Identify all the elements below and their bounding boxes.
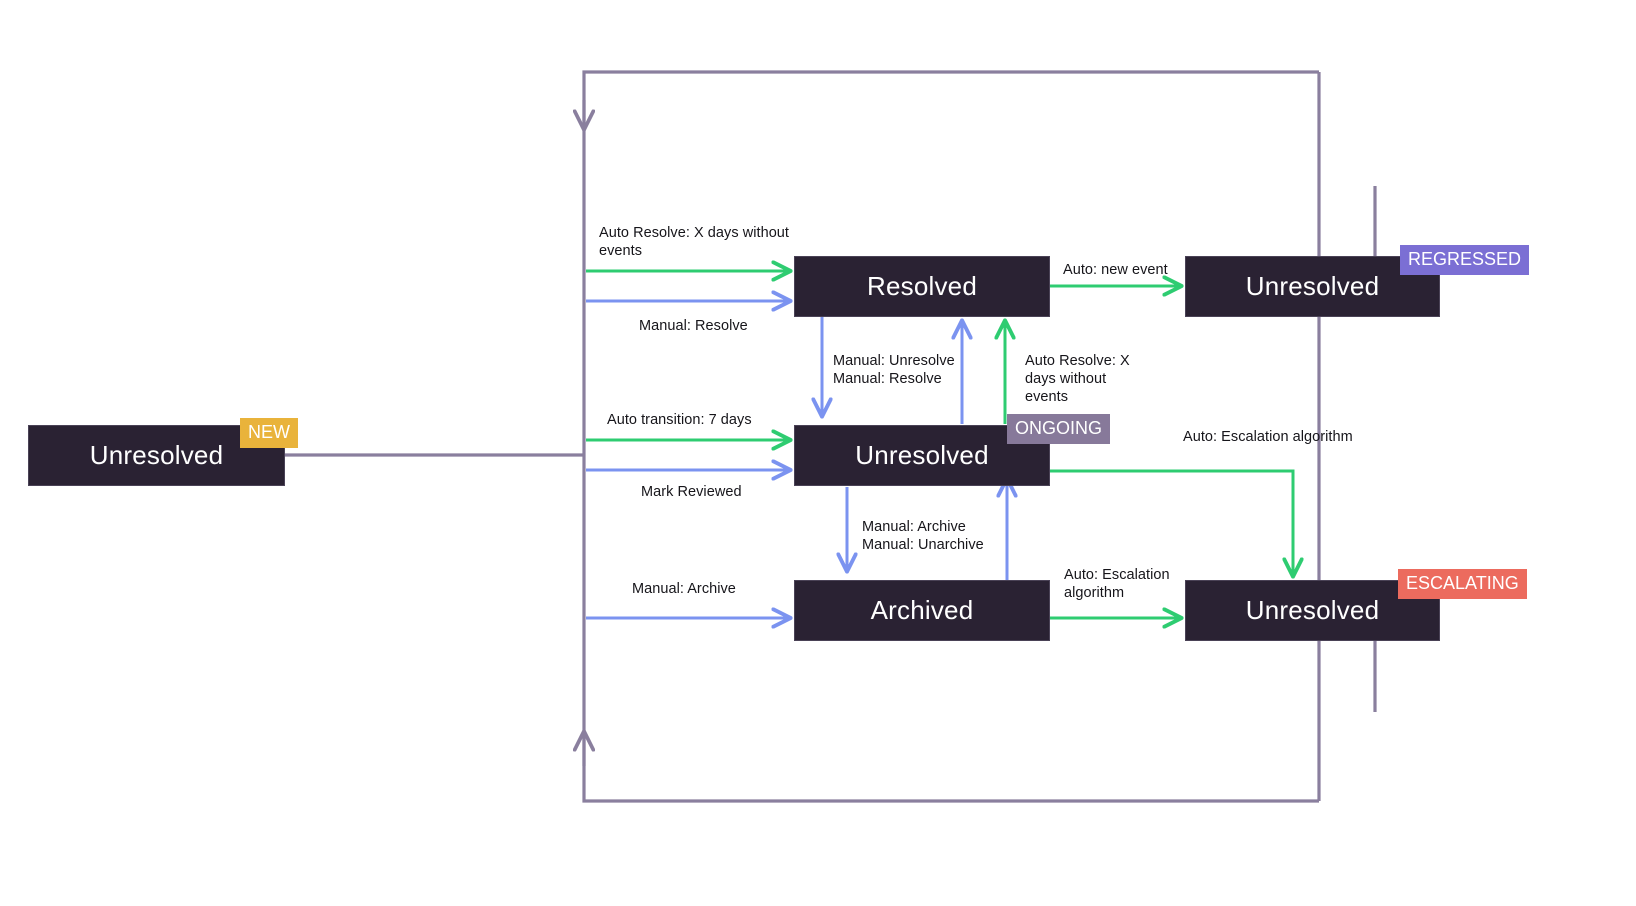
edge-label-manual-archive-unarchive: Manual: Archive Manual: Unarchive <box>862 519 984 553</box>
node-label: Archived <box>870 595 974 625</box>
edge-label-manual-unresolve-resolve: Manual: Unresolve Manual: Resolve <box>833 353 955 387</box>
node-resolved[interactable]: Resolved <box>794 256 1050 317</box>
edge-label-auto-new-event: Auto: new event <box>1063 262 1168 278</box>
node-label: Unresolved <box>1245 595 1380 625</box>
edge-label-auto-resolve-days: Auto Resolve: X days without events <box>599 225 789 259</box>
node-unresolved-regressed[interactable]: Unresolved <box>1185 256 1440 317</box>
status-badge-new: NEW <box>240 418 298 448</box>
node-archived[interactable]: Archived <box>794 580 1050 641</box>
node-label: Unresolved <box>1245 271 1380 301</box>
status-badge-regressed: REGRESSED <box>1400 245 1530 275</box>
node-label: Resolved <box>867 271 977 301</box>
edge-label-auto-escalation-bottom: Auto: Escalation algorithm <box>1064 567 1170 601</box>
edge-label-manual-archive: Manual: Archive <box>632 581 736 597</box>
status-badge-escalating: ESCALATING <box>1398 569 1527 599</box>
node-unresolved-escalating[interactable]: Unresolved <box>1185 580 1440 641</box>
edge-label-mark-reviewed: Mark Reviewed <box>641 484 742 500</box>
edge-label-manual-resolve: Manual: Resolve <box>639 318 748 334</box>
edge-label-auto-escalation-top: Auto: Escalation algorithm <box>1183 429 1353 445</box>
edge-label-auto-resolve-days-up: Auto Resolve: X days without events <box>1025 353 1130 405</box>
status-badge-ongoing: ONGOING <box>1007 414 1111 444</box>
node-label: Unresolved <box>855 440 989 470</box>
edge-label-auto-transition-7-days: Auto transition: 7 days <box>607 412 752 428</box>
node-label: Unresolved <box>89 440 224 470</box>
